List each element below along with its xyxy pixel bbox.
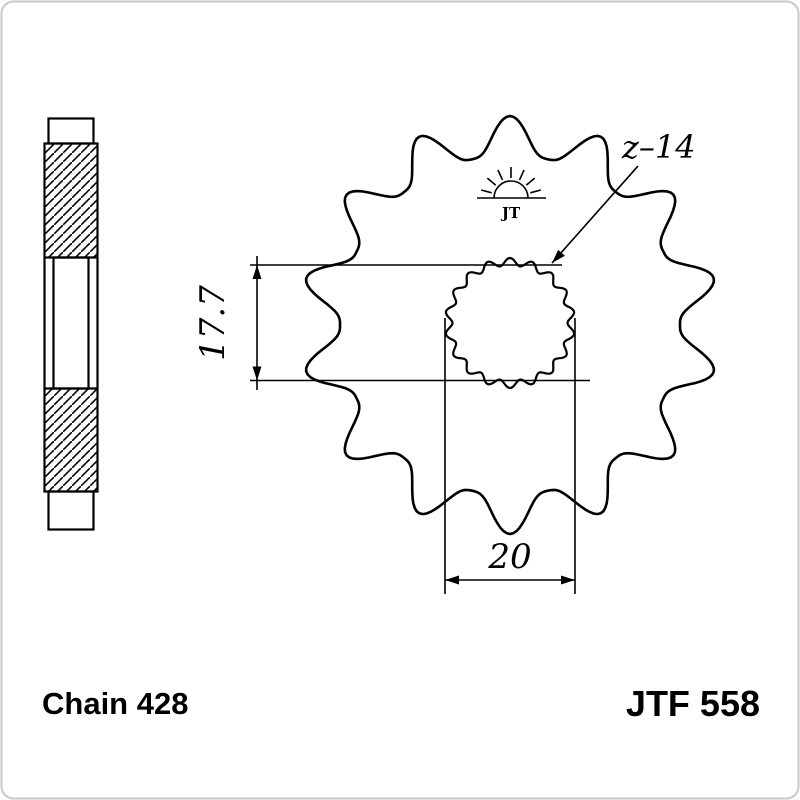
spline-bore [444,256,576,390]
arrowhead-right [561,575,575,585]
section-hub-bore [52,256,90,390]
dimension-vertical-17-7: 17.7 [193,256,590,390]
jt-logo: JT [477,167,546,222]
section-hatch-upper [44,143,98,258]
side-section-view [43,117,99,531]
dimension-horizontal-20: 20 [444,318,576,594]
leader-arrowhead [552,249,565,263]
dimension-value-vertical: 17.7 [193,285,233,361]
teeth-count-callout: z–14 [551,128,696,264]
chain-size-label: Chain 428 [42,686,188,721]
logo-text: JT [500,204,521,222]
part-number-label: JTF 558 [626,683,760,724]
arrowhead-down [252,366,262,381]
leader-line [551,165,639,264]
sun-icon [493,180,529,199]
arrowhead-up [252,265,262,279]
dimension-value-horizontal: 20 [487,537,531,577]
section-bottom-cap [47,490,95,531]
section-hatch-lower [44,388,98,492]
teeth-count-label: z–14 [621,128,696,166]
arrowhead-left [445,575,459,585]
sun-rays-icon [480,167,542,194]
